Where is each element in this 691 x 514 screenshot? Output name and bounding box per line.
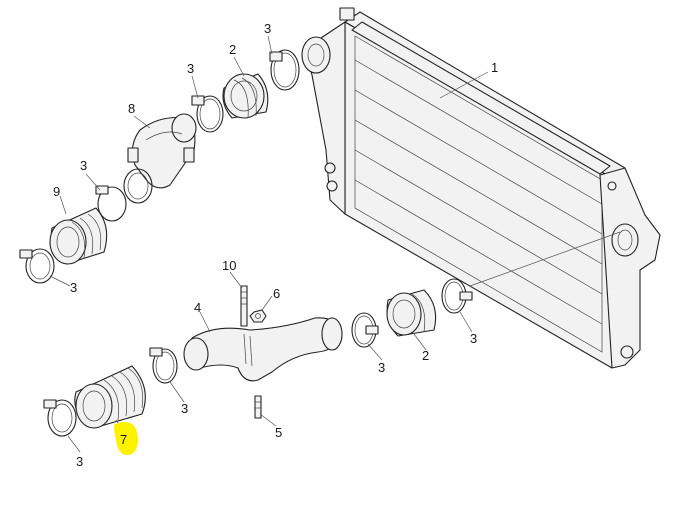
callout-3-upper-left: 3 xyxy=(80,158,87,173)
hose-part-7 xyxy=(74,365,146,429)
callout-8: 8 xyxy=(128,101,135,116)
hose-part-2-lower xyxy=(386,289,437,337)
callout-3-upper-mid: 3 xyxy=(187,61,194,76)
callout-9: 9 xyxy=(53,184,60,199)
stud-part-10 xyxy=(240,285,248,327)
hose-part-2-upper xyxy=(222,73,269,119)
callout-3-upper-right: 3 xyxy=(264,21,271,36)
callout-3-lower-left: 3 xyxy=(181,401,188,416)
callout-3-lower-mid: 3 xyxy=(378,360,385,375)
nut-part-6 xyxy=(249,309,267,323)
pipe-part-4 xyxy=(183,317,343,382)
clamp-part-3-upper-mid xyxy=(191,95,224,133)
hose-part-9 xyxy=(49,207,108,265)
callout-3-far-left: 3 xyxy=(70,280,77,295)
callout-labels: 1 2 2 3 3 3 3 3 3 3 3 4 5 6 7 8 9 10 xyxy=(53,21,498,469)
clamp-part-3-lower-left xyxy=(149,347,178,384)
callout-7-highlight xyxy=(114,422,138,456)
callout-5: 5 xyxy=(275,425,282,440)
callout-6: 6 xyxy=(273,286,280,301)
clamp-part-3-upper-right xyxy=(269,49,300,91)
leader-lines xyxy=(49,35,621,453)
callout-1: 1 xyxy=(491,60,498,75)
callout-3-lower-right: 3 xyxy=(470,331,477,346)
clamp-part-3-lower-mid xyxy=(351,312,379,348)
stud-part-5 xyxy=(254,395,262,419)
intercooler-part-1 xyxy=(301,7,661,369)
clamp-part-3-lower-right xyxy=(441,278,473,314)
clamp-part-3-upper-left xyxy=(95,168,153,222)
pipe-part-8 xyxy=(127,113,197,189)
clamp-part-3-bottom-left xyxy=(43,399,77,437)
callout-7: 7 xyxy=(120,432,127,447)
callout-10: 10 xyxy=(222,258,236,273)
callout-2-upper: 2 xyxy=(229,42,236,57)
callout-4: 4 xyxy=(194,300,201,315)
callout-3-bottom-left: 3 xyxy=(76,454,83,469)
callout-2-lower: 2 xyxy=(422,348,429,363)
clamp-part-3-far-left xyxy=(19,248,55,284)
